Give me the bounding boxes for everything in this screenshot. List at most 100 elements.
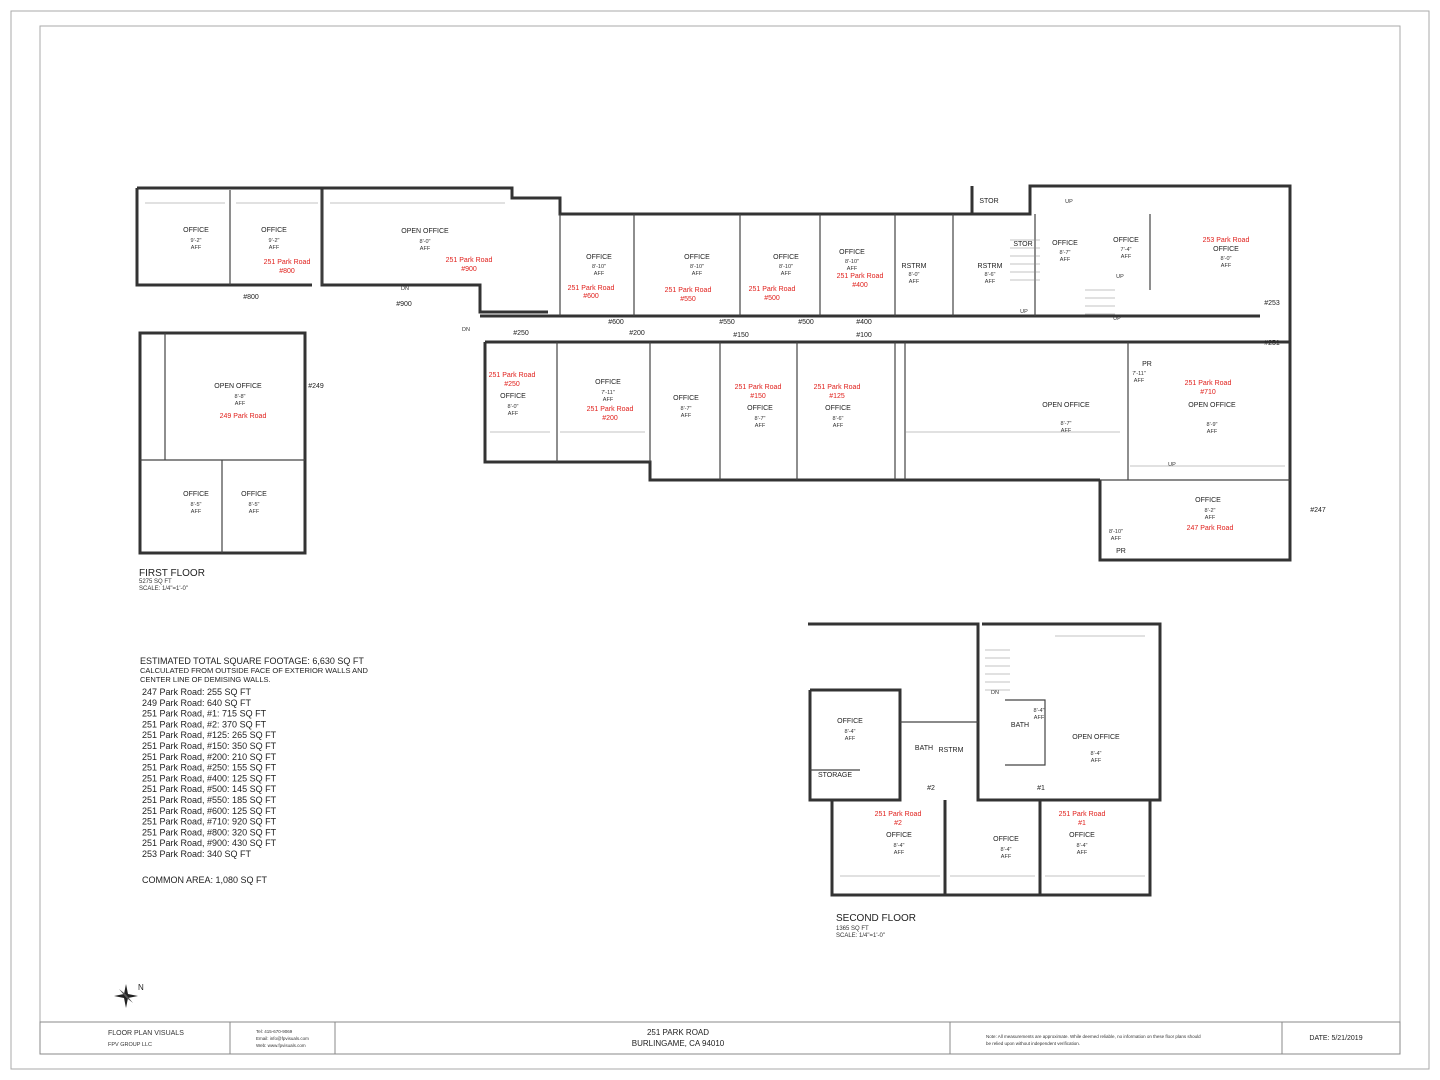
room-label: OFFICE [241,491,267,498]
room-label: OFFICE [993,836,1019,843]
room-aff: AFF [1205,515,1216,521]
unit-label: 251 Park Road [735,384,782,391]
room-aff: AFF [894,850,905,856]
unit-label: 247 Park Road [1187,525,1234,532]
room-aff: AFF [191,245,202,251]
room-label: RSTRM [939,747,964,754]
room-aff: AFF [1001,854,1012,860]
room-dims: 7'-11" [1132,371,1146,377]
room-label: OFFICE [837,718,863,725]
room-dims: 8'-4" [1091,751,1102,757]
room-label: OFFICE [673,395,699,402]
unit-label: 251 Park Road [264,259,311,266]
compass-rose-icon [114,984,138,1008]
door-number: #500 [798,319,814,326]
room-aff: AFF [1061,428,1072,434]
room-label: RSTRM [978,263,1003,270]
room-label: OFFICE [586,254,612,261]
room-aff: AFF [692,271,703,277]
room-label: OFFICE [1213,246,1239,253]
room-dims: 8'-5" [249,502,260,508]
door-number: #150 [733,332,749,339]
room-aff: AFF [1091,758,1102,764]
unit-number: #600 [583,293,599,300]
unit-number: #400 [852,282,868,289]
footage-item: 251 Park Road, #710: 920 SQ FT [142,817,277,827]
footage-item: 253 Park Road: 340 SQ FT [142,849,252,859]
unit-number: #125 [829,393,845,400]
door-number: #253 [1264,300,1280,307]
room-dims: 8'-6" [833,416,844,422]
footage-item: 251 Park Road, #900: 430 SQ FT [142,838,277,848]
title-block: FLOOR PLAN VISUALS FPV GROUP LLC Tel: 41… [39,1021,1401,1055]
room-dims: 9'-2" [269,238,280,244]
room-dims: 8'-8" [235,394,246,400]
room-aff: AFF [755,423,766,429]
square-footage-summary: ESTIMATED TOTAL SQUARE FOOTAGE: 6,630 SQ… [140,656,369,885]
unit-number: #710 [1200,389,1216,396]
room-aff: AFF [1111,536,1122,542]
second-floor-plan [808,622,1162,897]
room-dims: 9'-2" [191,238,202,244]
door-number: #250 [513,330,529,337]
unit-marker: #2 [927,785,935,792]
footage-item: 251 Park Road, #250: 155 SQ FT [142,763,277,773]
room-dims: 8'-6" [985,272,996,278]
door-number: #100 [856,332,872,339]
room-aff: AFF [235,401,246,407]
unit-label: 251 Park Road [875,811,922,818]
first-floor-labels: OFFICE 9'-2" AFF OFFICE 9'-2" AFF 251 Pa… [139,198,1326,592]
main-corridor [480,314,1290,344]
room-dims: 8'-5" [191,502,202,508]
footage-item: 251 Park Road, #800: 320 SQ FT [142,827,277,837]
footage-item: 251 Park Road, #200: 210 SQ FT [142,752,277,762]
room-label: OFFICE [773,254,799,261]
room-dims: 8'-4" [1001,847,1012,853]
footage-note: CENTER LINE OF DEMISING WALLS. [140,675,271,684]
room-label: OFFICE [183,491,209,498]
door-number: #247 [1310,507,1326,514]
room-aff: AFF [1077,850,1088,856]
room-dims: 8'-4" [894,843,905,849]
west-wall-upper [135,188,312,287]
room-dims: 8'-7" [681,406,692,412]
room-label: OFFICE [183,227,209,234]
unit-label: 251 Park Road [837,273,884,280]
room-label: OFFICE [595,379,621,386]
door-number: #800 [243,294,259,301]
room-dims: 8'-10" [690,264,704,270]
floor-sqft: 5275 SQ FT [139,579,172,585]
room-label: RSTRM [902,263,927,270]
footage-item: 251 Park Road, #400: 125 SQ FT [142,773,277,783]
room-dims: 8'-7" [1060,250,1071,256]
company-subname: FPV GROUP LLC [108,1042,152,1048]
room-dims: 8'-0" [420,239,431,245]
second-floor-outline [808,622,1162,802]
room-label: OFFICE [825,405,851,412]
property-address-line2: BURLINGAME, CA 94010 [632,1039,725,1048]
door-number: #200 [629,330,645,337]
room-dims: 7'-11" [601,390,615,396]
compass-north-label: N [138,983,144,992]
floor-sqft: 1365 SQ FT [836,926,869,932]
room-aff: AFF [845,736,856,742]
room-aff: AFF [909,279,920,285]
room-dims: 8'-4" [1077,843,1088,849]
room-label: STOR [1013,241,1032,248]
unit-label: 253 Park Road [1203,237,1250,244]
stair-marker: UP [1065,199,1073,205]
room-aff: AFF [1207,429,1218,435]
contact-tel: Tel: 415-670-9069 [256,1029,293,1034]
contact-email: Email: info@fpvisuals.com [256,1036,309,1041]
room-aff: AFF [191,509,202,515]
room-dims: 8'-2" [1205,508,1216,514]
drawing-date: DATE: 5/21/2019 [1309,1035,1362,1042]
stair-marker: UP [1168,462,1176,468]
room-aff: AFF [985,279,996,285]
room-aff: AFF [249,509,260,515]
unit-label: 249 Park Road [220,413,267,420]
room-aff: AFF [594,271,605,277]
unit-label: 251 Park Road [489,372,536,379]
disclaimer-line2: be relied upon without independent verif… [986,1041,1080,1046]
